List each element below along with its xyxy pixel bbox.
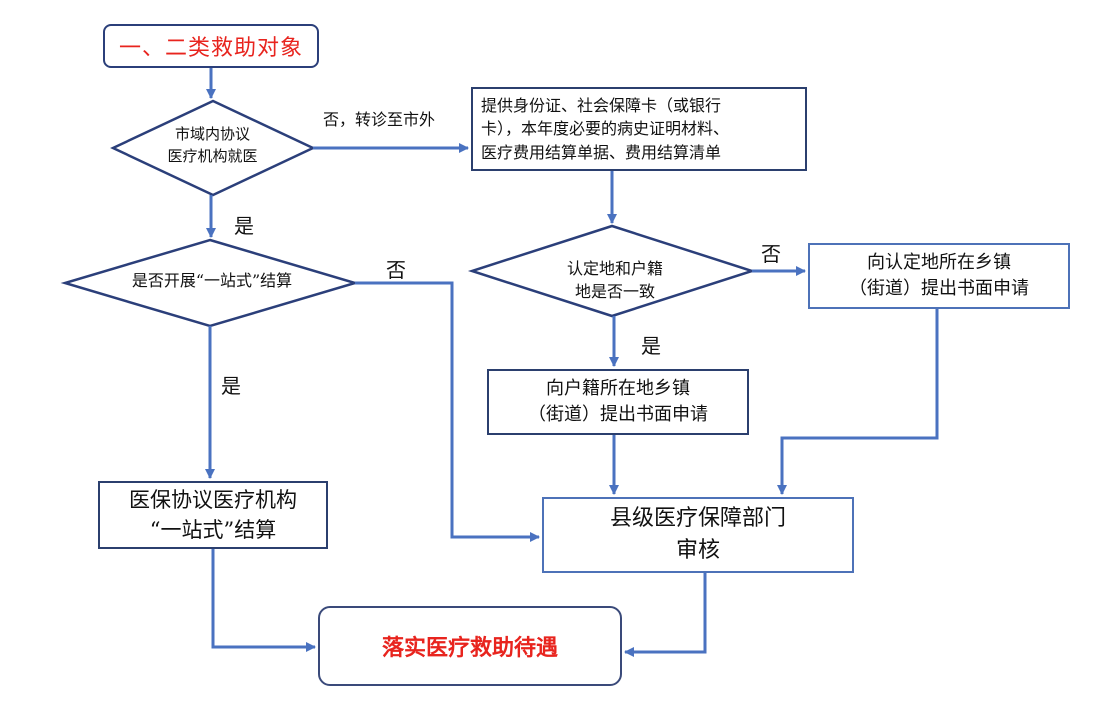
title-box: 一、二类救助对象 <box>103 24 319 68</box>
edge-label-no-consistent: 否 <box>761 242 781 266</box>
town-apply-hukou-box: 向户籍所在地乡镇 （街道）提出书面申请 <box>487 369 749 435</box>
title-text: 一、二类救助对象 <box>118 36 303 61</box>
onestop-settlement-text: 医保协议医疗机构 “一站式”结算 <box>129 487 297 542</box>
arrow-town-to-county <box>777 309 939 495</box>
final-box: 落实医疗救助待遇 <box>318 606 622 686</box>
town-apply-hukou-text: 向户籍所在地乡镇 （街道）提出书面申请 <box>528 377 708 425</box>
edge-label-yes-consistent: 是 <box>641 334 661 358</box>
decision-city-diamond <box>110 99 316 197</box>
decision-onestop-label: 是否开展“一站式”结算 <box>131 271 293 290</box>
town-apply-recognized-text: 向认定地所在乡镇 （街道）提出书面申请 <box>849 251 1029 299</box>
arrow-county-to-final <box>624 573 707 657</box>
decision-city-label: 市域内协议 医疗机构就医 <box>167 125 258 165</box>
decision-consistent-label: 认定地和户籍 地是否一致 <box>566 259 663 302</box>
final-text: 落实医疗救助待遇 <box>381 635 558 661</box>
decision-consistent-diamond <box>467 224 757 318</box>
edge-label-transfer-out: 否，转诊至市外 <box>323 110 436 129</box>
docs-text: 提供身份证、社会保障卡（或银行 卡），本年度必要的病史证明材料、 医疗费用结算单… <box>481 96 730 162</box>
town-apply-recognized-box: 向认定地所在乡镇 （街道）提出书面申请 <box>808 243 1070 309</box>
arrow-onestop-to-county <box>355 281 540 542</box>
arrow-settlement-to-final <box>211 549 316 652</box>
onestop-settlement-box: 医保协议医疗机构 “一站式”结算 <box>98 481 328 549</box>
county-review-text: 县级医疗保障部门 审核 <box>609 506 786 563</box>
docs-box: 提供身份证、社会保障卡（或银行 卡），本年度必要的病史证明材料、 医疗费用结算单… <box>471 87 807 171</box>
edge-label-no-onestop: 否 <box>386 258 406 282</box>
edge-label-yes-onestop: 是 <box>221 374 241 398</box>
county-review-box: 县级医疗保障部门 审核 <box>542 497 854 573</box>
edge-label-yes-city: 是 <box>234 214 254 238</box>
